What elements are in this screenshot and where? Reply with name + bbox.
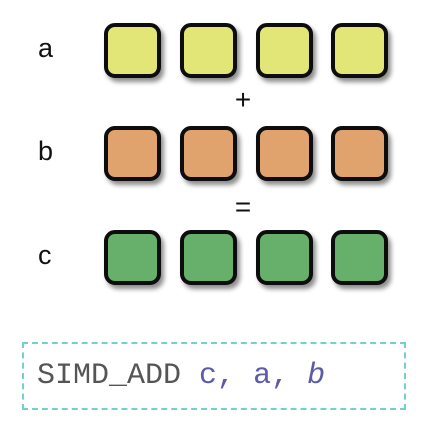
vector-row-a: a xyxy=(0,19,428,83)
vector-lane-b-3 xyxy=(256,126,313,181)
vector-lanes-b xyxy=(102,122,394,186)
vector-label-b: b xyxy=(38,136,54,166)
vector-lane-b-1 xyxy=(104,126,161,181)
vector-lane-b-4 xyxy=(331,126,388,181)
vector-lane-c-3 xyxy=(256,230,313,285)
vector-row-c: c xyxy=(0,226,428,290)
vector-lane-a-4 xyxy=(331,23,388,78)
vector-label-c: c xyxy=(38,240,52,270)
instruction-box: SIMD_ADD c, a, b xyxy=(22,342,406,410)
vector-row-b: b xyxy=(0,122,428,186)
vector-lanes-c xyxy=(102,226,394,290)
vector-label-a: a xyxy=(38,33,54,63)
plus-operator: + xyxy=(234,84,252,115)
instruction-src2-operand: b xyxy=(307,359,326,393)
vector-lane-b-2 xyxy=(180,126,237,181)
vector-lanes-a xyxy=(102,19,394,83)
instruction-dest-operand: c, xyxy=(199,359,236,393)
vector-lane-a-3 xyxy=(256,23,313,78)
vector-lane-a-1 xyxy=(104,23,161,78)
vector-lane-a-2 xyxy=(180,23,237,78)
vector-lane-c-1 xyxy=(104,230,161,285)
instruction-opcode: SIMD_ADD xyxy=(37,359,182,393)
vector-lane-c-4 xyxy=(331,230,388,285)
vector-lane-c-2 xyxy=(180,230,237,285)
instruction-src1-operand: a, xyxy=(253,359,290,393)
equals-operator: = xyxy=(234,191,252,222)
instruction-line: SIMD_ADD c, a, b xyxy=(37,358,325,394)
